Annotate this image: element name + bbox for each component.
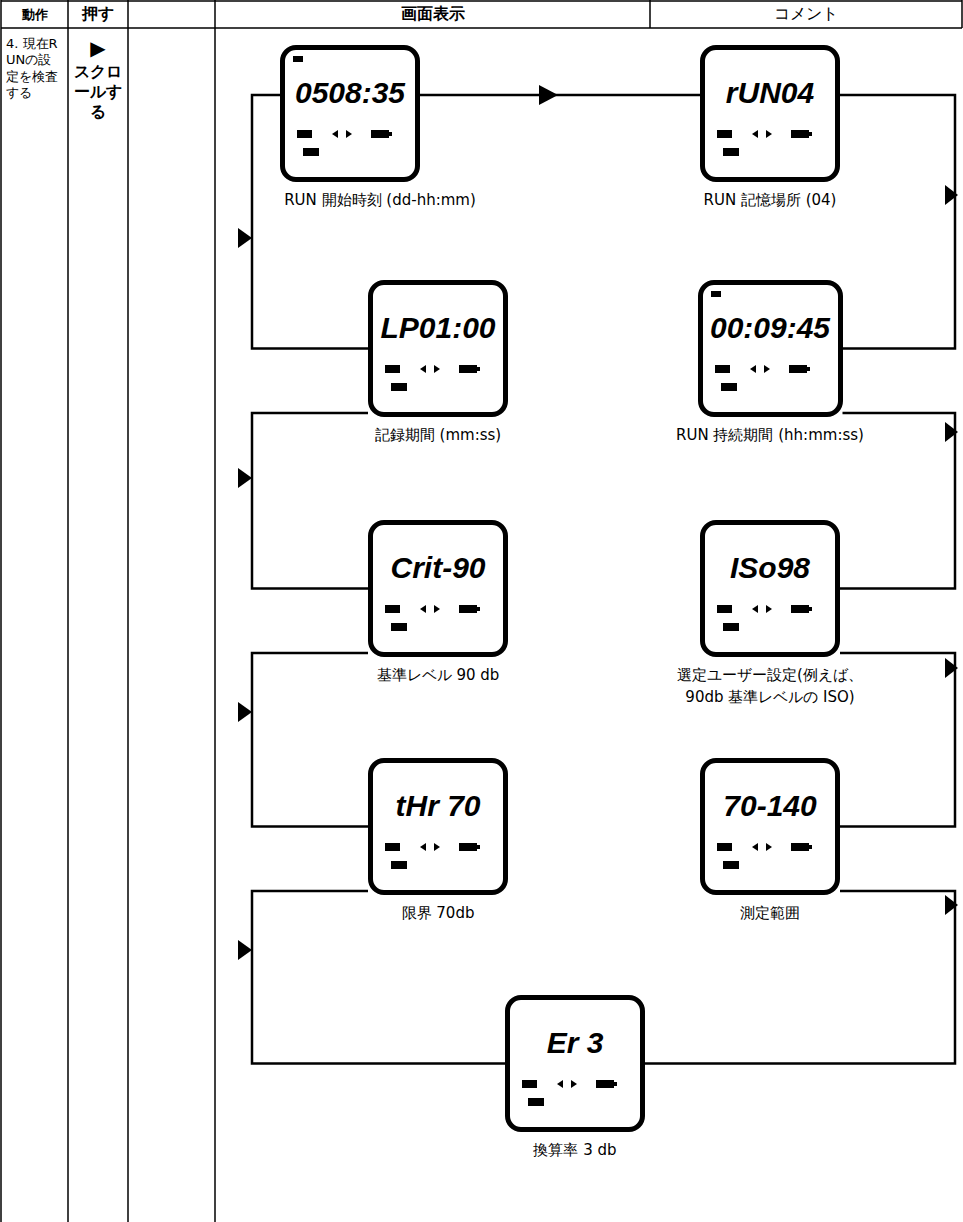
lcd-screen: tHr 70限界 70db [368, 758, 508, 895]
table-header-cell: 画面表示 [215, 4, 650, 24]
lcd-readout: 00:09:45 [710, 311, 830, 344]
lcd-indicators [285, 50, 415, 177]
lcd-indicators [373, 285, 503, 412]
screen-caption: 測定範囲 [738, 903, 802, 925]
lcd-indicators [705, 50, 835, 177]
flow-connector [252, 891, 505, 1064]
flow-connector [420, 94, 700, 97]
table-header-cell: コメント [650, 4, 962, 24]
screen-caption: 限界 70db [400, 903, 477, 925]
table-header-cell: 動作 [2, 7, 68, 23]
lcd-readout: tHr 70 [395, 789, 480, 822]
lcd-indicators [373, 525, 503, 652]
screen-caption: RUN 持続期間 (hh:mm:ss) [674, 425, 866, 447]
table-cell-text: ▶ [68, 36, 128, 61]
lcd-indicators [510, 1000, 640, 1127]
lcd-readout: LP01:00 [380, 311, 495, 344]
lcd-indicators [373, 763, 503, 890]
lcd-readout: Crit-90 [390, 551, 485, 584]
screen-caption: 基準レベル 90 db [375, 665, 502, 687]
lcd-screen: Crit-90基準レベル 90 db [368, 520, 508, 657]
screen-caption: 換算率 3 db [531, 1140, 618, 1162]
lcd-screen: LP01:00記録期間 (mm:ss) [368, 280, 508, 417]
lcd-readout: Er 3 [547, 1026, 604, 1059]
lcd-screen: 0508:35RUN 開始時刻 (dd-hh:mm) [280, 45, 420, 182]
screen-caption: RUN 開始時刻 (dd-hh:mm) [282, 190, 478, 212]
lcd-readout: 0508:35 [295, 76, 405, 109]
lcd-screen: 70-140測定範囲 [700, 758, 840, 895]
table-cell-text: スクロールする [70, 62, 126, 122]
lcd-indicators [705, 525, 835, 652]
lcd-screen: ISo98選定ユーザー設定(例えば、 90db 基準レベルの ISO) [700, 520, 840, 657]
lcd-screen: Er 3換算率 3 db [505, 995, 645, 1132]
lcd-screen: rUN04RUN 記憶場所 (04) [700, 45, 840, 182]
flow-connector [252, 413, 368, 589]
table-header-cell: 押す [68, 4, 128, 24]
flow-connector [645, 891, 955, 1064]
screen-caption: 記録期間 (mm:ss) [373, 425, 503, 447]
lcd-screen: 00:09:45RUN 持続期間 (hh:mm:ss) [698, 280, 843, 417]
flow-connector [252, 653, 368, 827]
screen-caption: RUN 記憶場所 (04) [702, 190, 839, 212]
screen-caption: 選定ユーザー設定(例えば、 90db 基準レベルの ISO) [661, 665, 880, 709]
flow-connector [840, 95, 955, 349]
lcd-readout: 70-140 [723, 789, 816, 822]
table-cell-text: 4. 現在RUNの設定を検査する [6, 36, 64, 101]
lcd-readout: ISo98 [730, 551, 810, 584]
lcd-indicators [705, 763, 835, 890]
lcd-indicators [703, 285, 833, 412]
lcd-readout: rUN04 [726, 76, 814, 109]
